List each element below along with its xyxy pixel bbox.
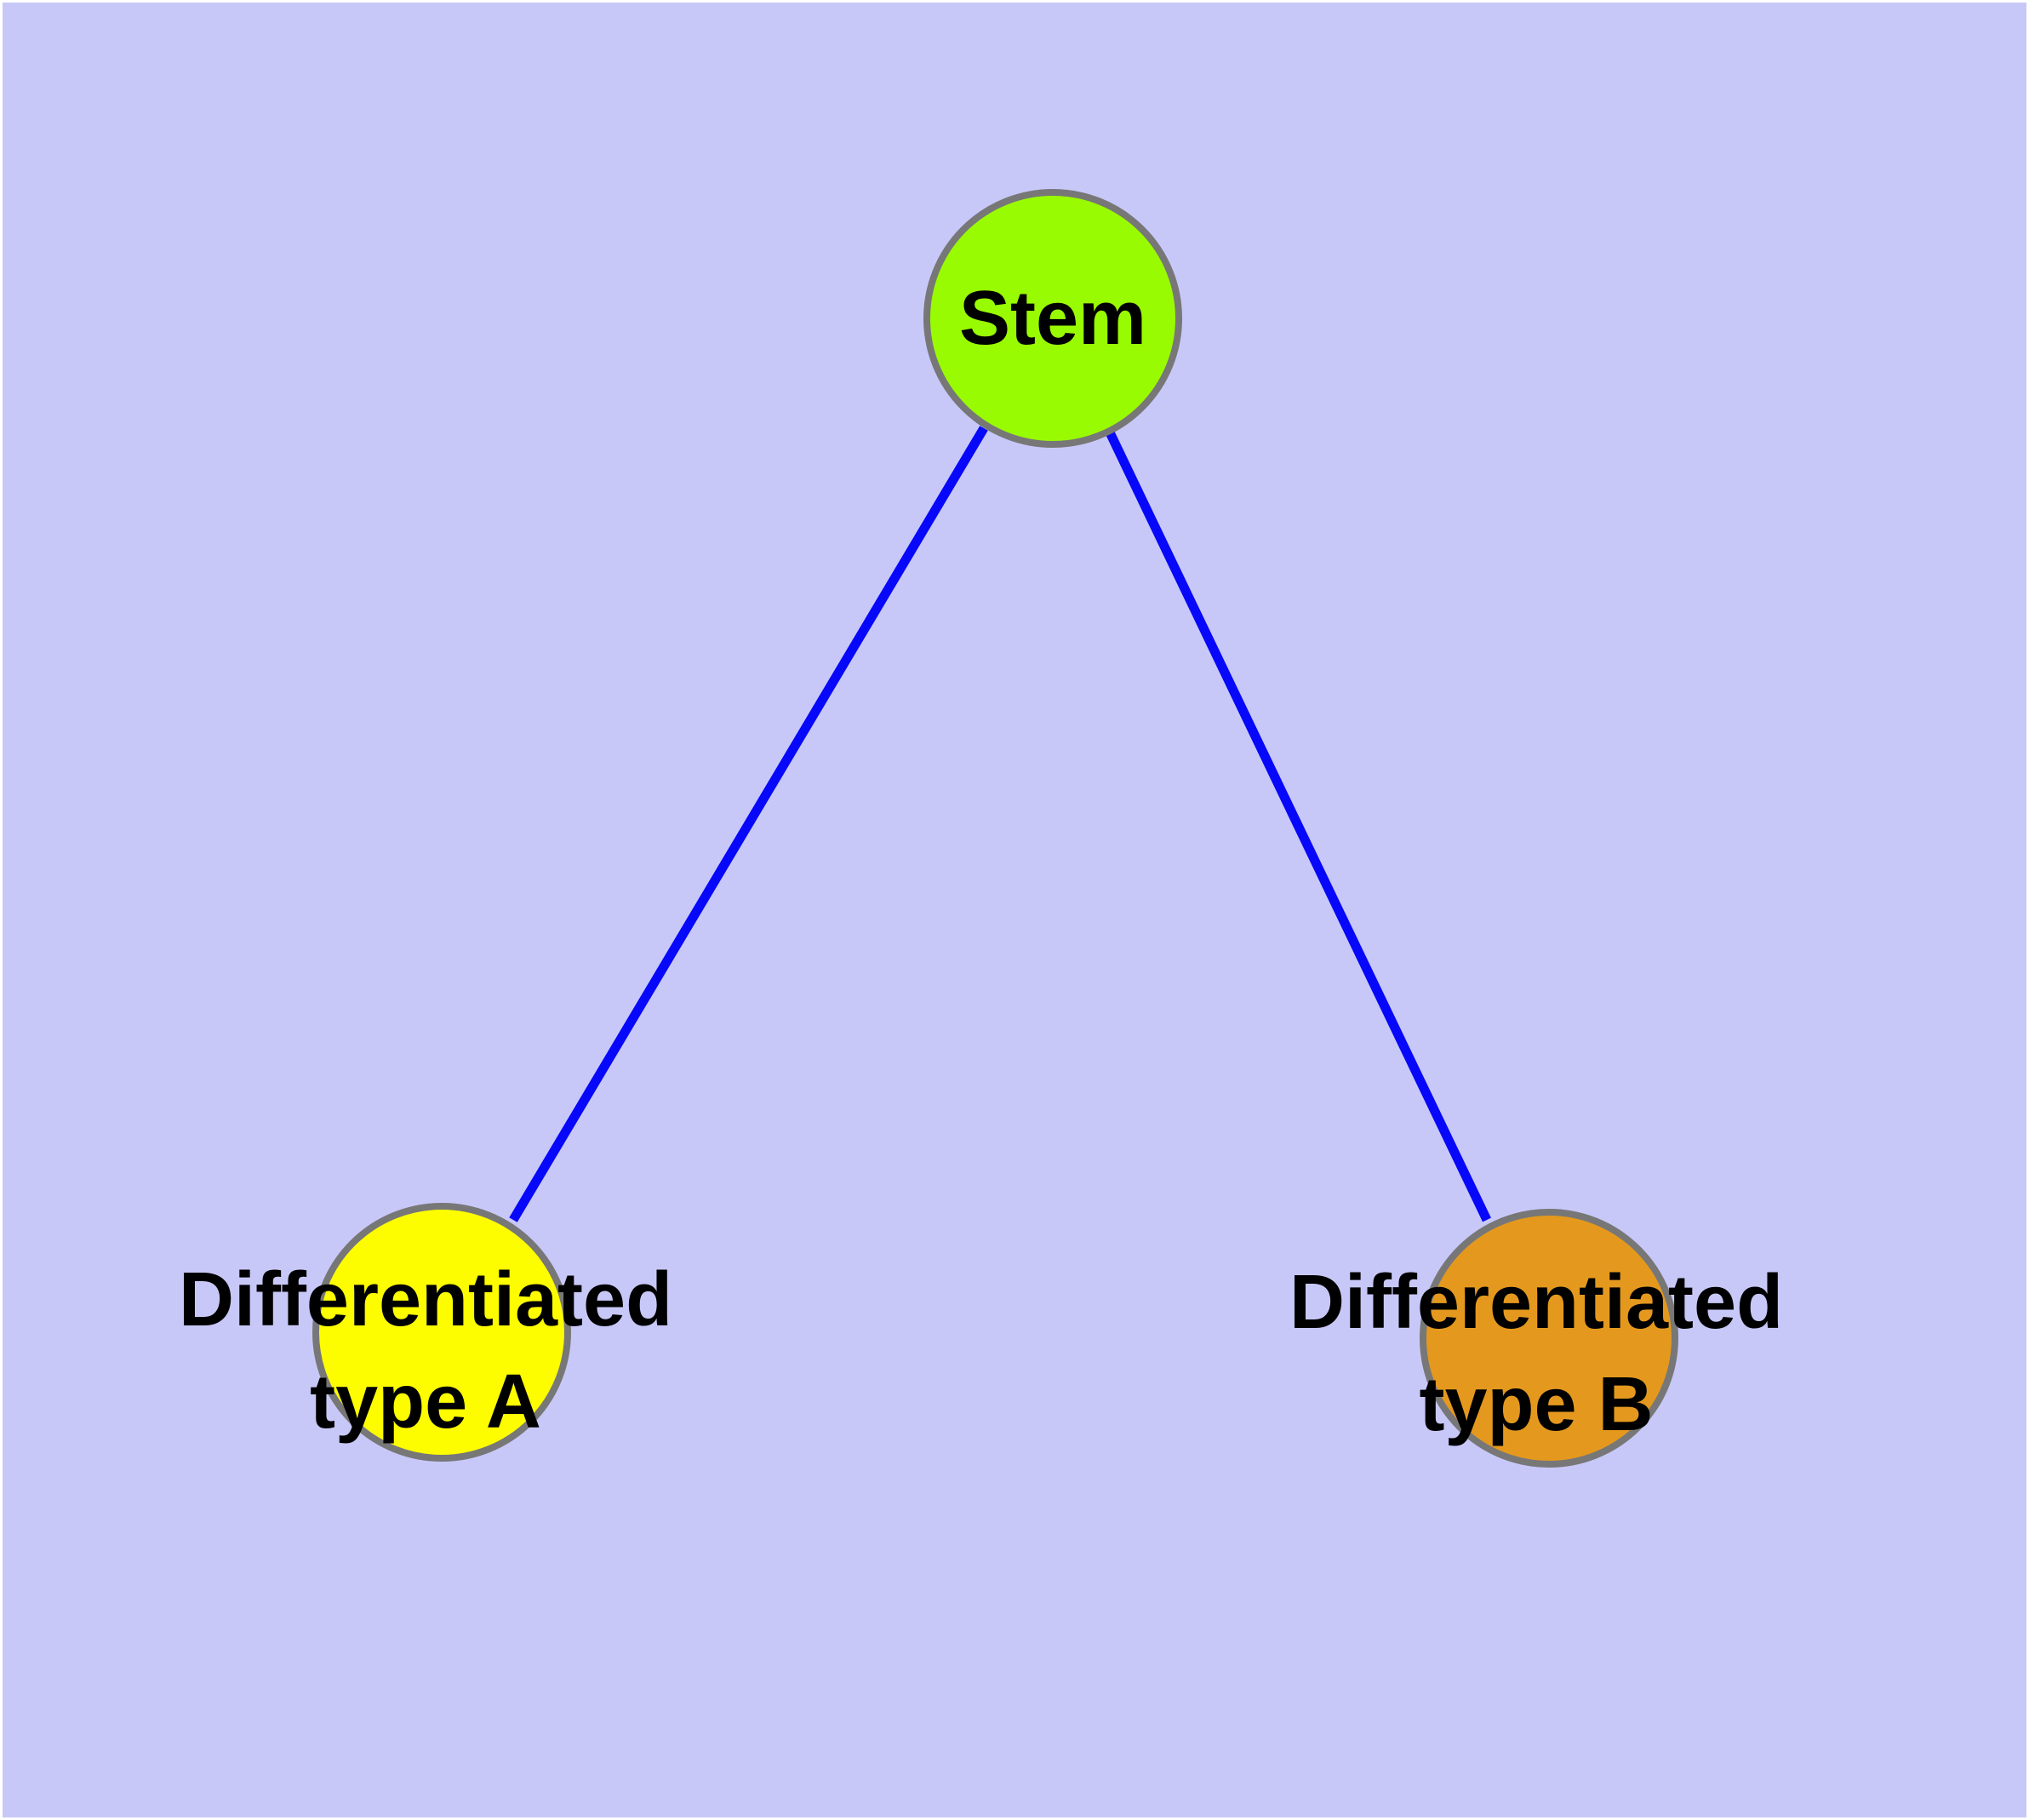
node-type-b-label-line2: type B	[1419, 1362, 1654, 1447]
edge-stem-to-type-a	[509, 426, 988, 1222]
node-stem-label: Stem	[958, 276, 1147, 361]
edge-layer	[509, 426, 1491, 1222]
node-differentiated-type-a-label: Differentiated type A	[179, 1249, 672, 1453]
node-type-a-label-line1: Differentiated	[178, 1257, 673, 1342]
node-type-a-label-line2: type A	[310, 1359, 541, 1445]
node-stem[interactable]: Stem	[923, 189, 1182, 448]
node-type-b-label-line1: Differentiated	[1289, 1260, 1784, 1345]
node-differentiated-type-a[interactable]: Differentiated type A	[179, 1203, 672, 1462]
node-differentiated-type-b[interactable]: Differentiated type B	[1289, 1209, 1783, 1468]
edge-stem-to-type-b	[1106, 430, 1491, 1222]
node-differentiated-type-b-label: Differentiated type B	[1289, 1251, 1783, 1456]
